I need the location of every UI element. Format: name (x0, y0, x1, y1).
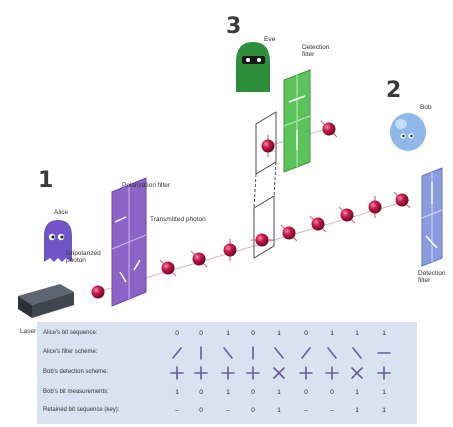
eve-label: Eve (264, 36, 276, 43)
table-cell: 0 (251, 330, 255, 337)
photon (91, 285, 105, 299)
transmitted-photon-label: Transmitted photon (150, 216, 206, 223)
polarization-symbol-plus (377, 366, 391, 385)
polarization-symbol-diag-l (272, 346, 286, 365)
table-row-label: Alice's filter scheme: (43, 349, 98, 355)
table-row-label: Retained bit sequence (key): (43, 407, 120, 413)
polarization-symbol-plus (170, 366, 184, 385)
polarization-symbol-plus (221, 366, 235, 385)
table-cell: 0 (175, 330, 179, 337)
table-cell: 1 (382, 407, 386, 414)
table-cell: 1 (330, 330, 334, 337)
polarization-symbol-diag-l (350, 346, 364, 365)
bob-detection-filter-label: Detection filter (418, 270, 446, 285)
polarization-symbol-vert (246, 346, 260, 365)
bob-detection-filter (421, 167, 443, 267)
laser-icon (18, 284, 74, 318)
table-cell: 0 (199, 389, 203, 396)
photon (393, 191, 411, 209)
table-row-label: Bob's bit measurements: (43, 389, 109, 395)
table-cell: 1 (382, 389, 386, 396)
table-cell: 1 (382, 330, 386, 337)
bob-label: Bob (420, 104, 432, 111)
photon (223, 239, 237, 261)
table-cell: 1 (355, 389, 359, 396)
table-cell: 1 (277, 407, 281, 414)
polarization-symbol-diag-l (325, 346, 339, 365)
laser-label: Laser (20, 328, 37, 335)
table-cell: – (226, 407, 230, 414)
photon (251, 233, 273, 247)
eve-detection-filter-label: Detection filter (302, 44, 330, 59)
polarization-symbol-diag-l (221, 346, 235, 365)
table-cell: 0 (199, 330, 203, 337)
polarization-symbol-horiz (377, 346, 391, 365)
table-cell: 0 (199, 407, 203, 414)
photon (280, 224, 298, 242)
table-row-label: Bob's detection scheme: (43, 369, 109, 375)
alice-label: Alice (54, 209, 69, 216)
polarization-symbol-plus (325, 366, 339, 385)
eve-avatar (236, 42, 270, 92)
alice-avatar (44, 220, 72, 262)
unpolarized-photon-label: Unpolarized photon (66, 250, 101, 265)
table-cell: 1 (175, 389, 179, 396)
photon (338, 206, 356, 224)
step-number-1: 1 (38, 168, 54, 193)
photon (261, 135, 275, 157)
table-cell: 0 (251, 407, 255, 414)
photon (368, 196, 382, 218)
polarization-symbol-cross (350, 366, 364, 385)
photon (320, 120, 338, 138)
table-cell: 1 (355, 330, 359, 337)
table-cell: – (304, 407, 308, 414)
step-number-3: 3 (226, 14, 242, 39)
table-cell: 1 (226, 330, 230, 337)
table-cell: 0 (304, 389, 308, 396)
table-cell: 0 (330, 389, 334, 396)
polarization-symbol-vert (194, 346, 208, 365)
bob-avatar (390, 113, 426, 151)
polarization-symbol-plus (299, 366, 313, 385)
table-cell: 0 (304, 330, 308, 337)
eve-intercept-frames (253, 111, 277, 259)
photons (91, 120, 411, 299)
step-number-2: 2 (386, 78, 402, 103)
table-cell: 0 (251, 389, 255, 396)
table-cell: 1 (277, 330, 281, 337)
photon (159, 259, 177, 277)
polarization-symbol-cross (272, 366, 286, 385)
table-cell: 1 (226, 389, 230, 396)
table-row-label: Alice's bit sequence: (43, 330, 98, 336)
photon (190, 250, 208, 268)
polarization-symbol-diag-r (299, 346, 313, 365)
polarization-filter (111, 177, 147, 307)
eve-detection-filter (283, 69, 311, 173)
polarization-symbol-diag-r (170, 346, 184, 365)
polarization-symbol-plus (194, 366, 208, 385)
table-cell: 1 (355, 407, 359, 414)
table-cell: – (330, 407, 334, 414)
polarization-symbol-plus (246, 366, 260, 385)
polarization-filter-label: Polarization filter (122, 182, 171, 189)
table-cell: 1 (277, 389, 281, 396)
table-cell: – (175, 407, 179, 414)
photon (309, 215, 327, 233)
